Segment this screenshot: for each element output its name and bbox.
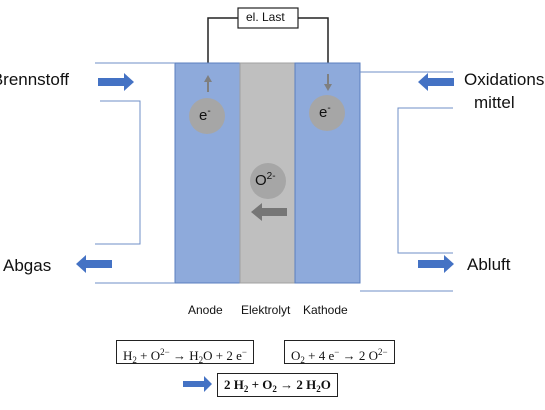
oxide-ion-symbol: O2-: [255, 171, 276, 189]
anode-electron-symbol: e-: [199, 106, 211, 124]
exhaust-air-label: Abluft: [467, 255, 511, 274]
electrolyte-label: Elektrolyt: [241, 303, 291, 317]
anode-electron-arrow: [204, 75, 212, 92]
oxidant-inlet-arrow: [418, 73, 454, 91]
oxidant-label-line2: mittel: [474, 93, 515, 112]
fuel-label: Brennstoff: [0, 70, 69, 89]
cathode-channel-outline: [397, 107, 453, 254]
exhaust-air-outlet-arrow: [418, 255, 454, 273]
cathode-electron-arrow: [324, 74, 332, 91]
anode-layer: [174, 62, 241, 284]
anode-equation: H2 + O2− → H2O + 2 e−: [116, 340, 254, 365]
oxide-ion-particle: [250, 163, 286, 199]
cathode-equation: O2 + 4 e− → 2 O2−: [284, 340, 395, 365]
cathode-electron-particle: [309, 95, 345, 131]
circuit-wire: [207, 17, 238, 63]
fuel-inlet-arrow: [98, 73, 134, 91]
exhaust-label: Abgas: [3, 256, 52, 275]
load-label: el. Last: [246, 10, 285, 24]
anode-channel-outline: [95, 100, 141, 245]
exhaust-outlet-arrow: [76, 255, 112, 273]
anode-label: Anode: [188, 303, 223, 317]
load-box: [237, 7, 299, 29]
overall-reaction-arrow: [183, 376, 212, 392]
overall-equation: 2 H2 + O2 → 2 H2O: [217, 373, 338, 397]
oxide-ion-arrow: [251, 203, 287, 221]
anode-electron-particle: [189, 98, 225, 134]
oxidant-label-line1: Oxidations-: [464, 70, 545, 89]
cathode-label: Kathode: [303, 303, 348, 317]
cathode-electron-symbol: e-: [319, 103, 331, 121]
circuit-wire: [298, 17, 329, 63]
